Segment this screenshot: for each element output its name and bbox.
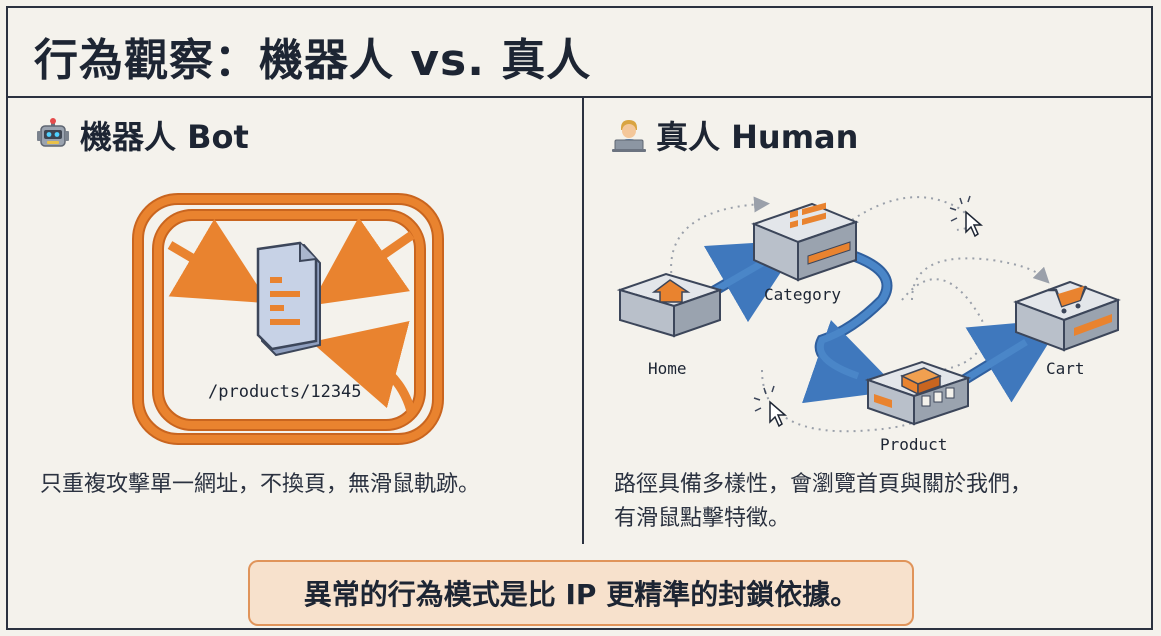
- robot-icon: [37, 118, 69, 147]
- conclusion-callout: 異常的行為模式是比 IP 更精準的封鎖依據。: [248, 560, 914, 626]
- diagram-frame: 行為觀察：機器人 vs. 真人: [6, 6, 1153, 630]
- label-cart: Cart: [1046, 359, 1085, 378]
- human-description-line2: 有滑鼠點擊特徵。: [614, 506, 791, 531]
- node-product: [864, 360, 972, 426]
- bot-description: 只重複攻擊單一網址，不換頁，無滑鼠軌跡。: [40, 472, 481, 497]
- document-icon: [256, 241, 321, 357]
- dotted-path-home-category: [670, 196, 770, 281]
- home-icon: [651, 279, 691, 303]
- mouse-click-icon-top: [949, 195, 984, 238]
- bot-loop-inner-fill: [154, 211, 424, 429]
- bot-arrow-top-left: [167, 218, 270, 304]
- cart-icon: [1048, 285, 1088, 314]
- dotted-path-category-top: [851, 196, 971, 231]
- bot-panel-heading: 機器人 Bot: [36, 112, 249, 158]
- label-home: Home: [648, 359, 687, 378]
- node-home: [616, 272, 724, 338]
- node-cart: [1013, 280, 1121, 352]
- label-product: Product: [880, 435, 947, 454]
- title-bar: 行為觀察：機器人 vs. 真人: [8, 8, 1151, 98]
- person-laptop-icon: [612, 120, 646, 152]
- human-heading-text: 真人 Human: [656, 118, 859, 156]
- bot-arrow-bottom-right: [311, 321, 417, 417]
- mouse-click-icon-bottom: [753, 385, 788, 428]
- human-path-diagram: Home Category Product: [616, 195, 1121, 454]
- list-icon: [790, 202, 826, 229]
- bot-heading-text: 機器人 Bot: [80, 118, 249, 156]
- dotted-path-loop-right: [901, 278, 985, 371]
- dotted-path-to-cart: [911, 257, 1050, 301]
- blue-arrow-product-cart-fill: [962, 339, 1028, 383]
- bot-arrow-top-right: [310, 217, 415, 306]
- node-category: [751, 202, 859, 282]
- box-icon: [900, 367, 942, 396]
- bot-loop-outer-fill: [134, 195, 442, 443]
- label-category: Category: [764, 285, 841, 304]
- bot-url-label: /products/12345: [208, 382, 362, 402]
- page-title: 行為觀察：機器人 vs. 真人: [34, 35, 592, 86]
- bot-loop-diagram: /products/12345: [132, 193, 444, 445]
- human-description-line1: 路徑具備多樣性，會瀏覽首頁與關於我們，: [614, 472, 1033, 497]
- blue-arrow-category-product-fill: [816, 248, 891, 380]
- human-description: 路徑具備多樣性，會瀏覽首頁與關於我們， 有滑鼠點擊特徵。: [614, 468, 1134, 536]
- human-panel-heading: 真人 Human: [612, 112, 858, 158]
- panel-divider: [582, 96, 584, 544]
